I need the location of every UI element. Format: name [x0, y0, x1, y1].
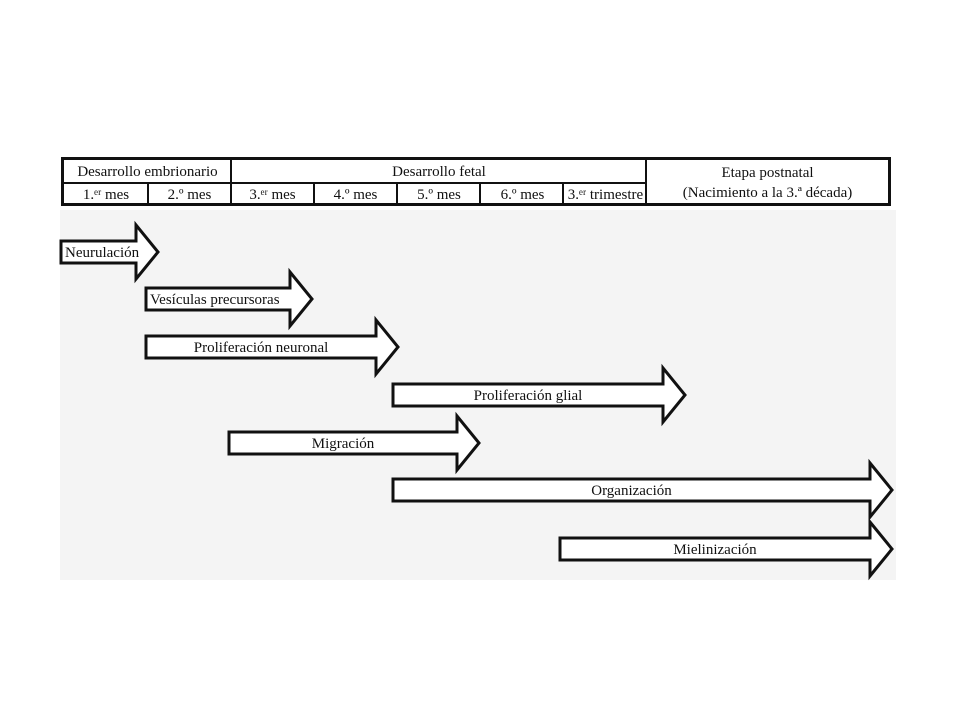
month-cell: 4.º mes — [333, 186, 378, 203]
header-divider — [562, 182, 564, 206]
process-label: Proliferación glial — [474, 388, 583, 404]
process-label: Organización — [591, 483, 672, 499]
header-divider — [313, 182, 315, 206]
header-divider — [64, 182, 647, 184]
month-cell: 5.º mes — [417, 186, 461, 203]
header-divider — [479, 182, 481, 206]
timeline-header: Desarrollo embrionario Desarrollo fetal … — [61, 157, 891, 206]
process-arrow — [391, 458, 894, 522]
month-cell: 2.º mes — [167, 186, 212, 203]
header-divider — [147, 182, 149, 206]
group-embryonic: Desarrollo embrionario — [77, 163, 218, 180]
process-arrow — [558, 517, 894, 581]
month-cell: 1.ᵉʳ mes — [82, 186, 130, 203]
postnatal-range: (Nacimiento a la 3.ª década) — [682, 185, 853, 201]
process-label: Mielinización — [673, 542, 757, 558]
group-fetal: Desarrollo fetal — [392, 163, 486, 180]
process-arrow — [144, 315, 400, 379]
process-label: Proliferación neuronal — [194, 340, 329, 356]
postnatal-cell: Etapa postnatal (Nacimiento a la 3.ª déc… — [647, 160, 888, 206]
month-cell: 3.ᵉʳ mes — [249, 186, 296, 203]
month-cell: 3.ᵉʳ trimestre — [567, 186, 644, 203]
process-label: Migración — [312, 436, 375, 452]
process-label: Neurulación — [65, 245, 140, 261]
process-arrow — [59, 220, 160, 284]
header-divider — [230, 160, 232, 206]
process-arrow — [227, 411, 481, 475]
process-label: Vesículas precursoras — [150, 292, 280, 308]
header-divider — [396, 182, 398, 206]
process-arrow — [391, 363, 687, 427]
process-arrow — [144, 267, 314, 331]
postnatal-title: Etapa postnatal — [721, 165, 814, 181]
header-divider — [645, 160, 647, 206]
month-cell: 6.º mes — [500, 186, 545, 203]
